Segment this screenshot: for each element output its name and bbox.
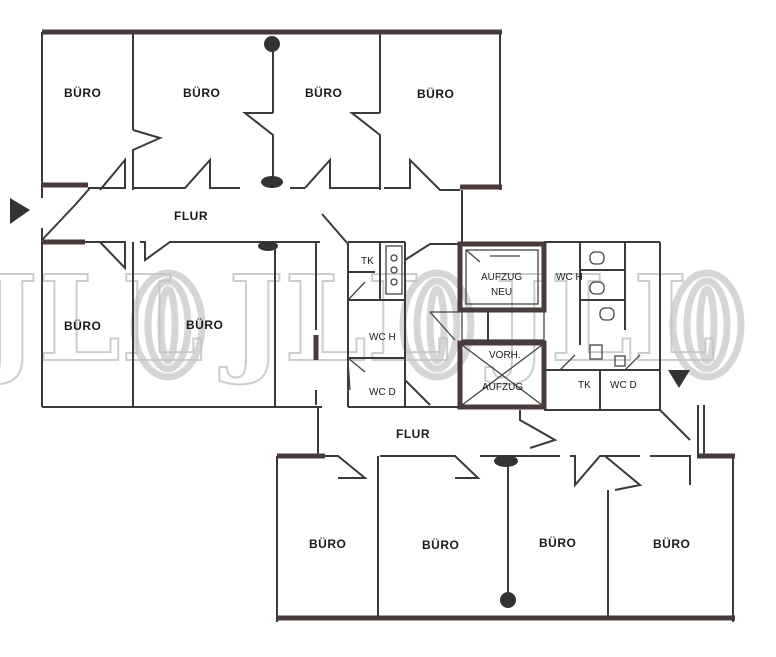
office-label: BÜRO xyxy=(309,536,346,551)
watermark-rings-right xyxy=(669,269,745,381)
bottom-wing xyxy=(276,453,735,622)
column-bottom-1 xyxy=(494,455,518,467)
office-label: BÜRO xyxy=(186,317,223,332)
elevator-existing-label-2: AUFZUG xyxy=(482,382,523,393)
wc-men-label: WC H xyxy=(556,272,583,283)
column-top-2 xyxy=(261,176,283,188)
office-label: BÜRO xyxy=(417,86,454,101)
kitchen-counter xyxy=(385,245,403,295)
office-label: BÜRO xyxy=(422,537,459,552)
wc-women-label: WC D xyxy=(610,380,637,391)
column-bottom-2 xyxy=(500,592,516,608)
elevator-existing-label: VORH. xyxy=(489,350,521,361)
entrance-arrow-right-icon xyxy=(10,198,30,224)
watermark-logo: JLL JLL JLL xyxy=(0,248,745,389)
middle-left-wing xyxy=(41,239,322,408)
watermark-rings-mid xyxy=(399,269,475,381)
entrance-arrow-down-icon xyxy=(668,370,690,388)
corridor-label: FLUR xyxy=(396,427,430,441)
kitchen-label: TK xyxy=(361,256,374,267)
office-label: BÜRO xyxy=(305,85,342,100)
wc-men-label: WC H xyxy=(369,332,396,343)
left-sanitary-block xyxy=(321,213,406,408)
kitchen-label: TK xyxy=(578,380,591,391)
wc-women-label: WC D xyxy=(369,387,396,398)
office-label: BÜRO xyxy=(64,318,101,333)
watermark-text-right: JLL xyxy=(485,249,716,388)
office-label: BÜRO xyxy=(539,535,576,550)
right-sanitary-block xyxy=(544,241,661,411)
column-top-1 xyxy=(264,36,280,52)
office-label: BÜRO xyxy=(653,536,690,551)
office-label: BÜRO xyxy=(64,85,101,100)
top-wing xyxy=(41,29,502,191)
elevator-new-label: AUFZUG xyxy=(481,272,522,283)
corridor-label: FLUR xyxy=(174,209,208,223)
core xyxy=(404,190,547,410)
elevator-new-label-2: NEU xyxy=(491,287,512,298)
column-mid xyxy=(258,241,278,251)
office-label: BÜRO xyxy=(183,85,220,100)
